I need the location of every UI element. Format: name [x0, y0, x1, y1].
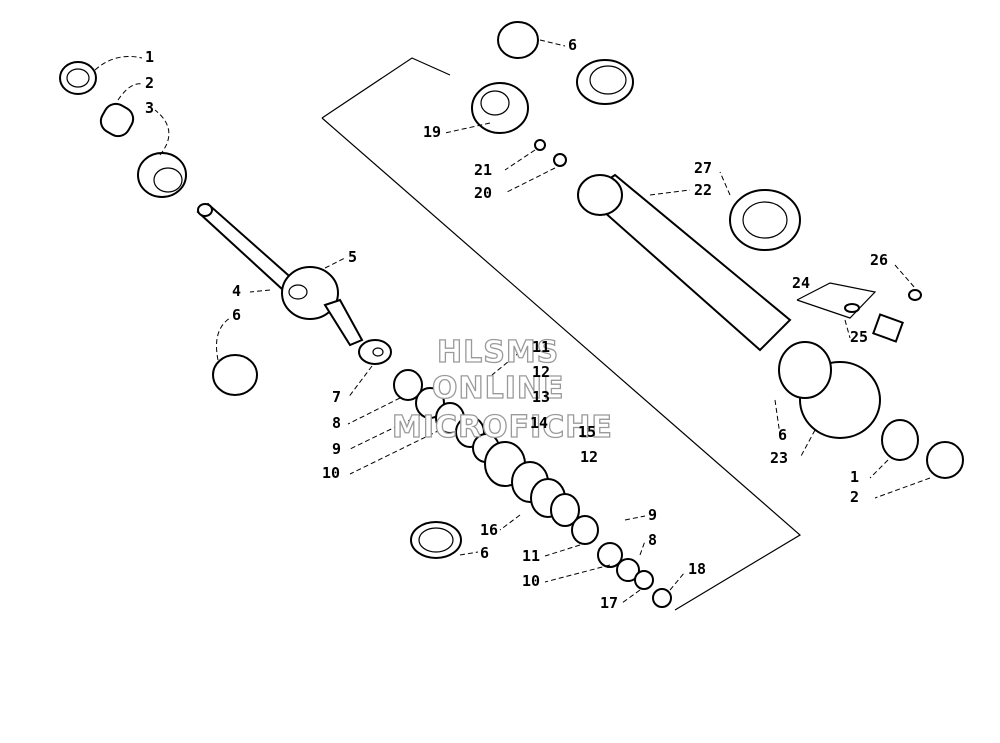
callout-c4: 4 — [232, 282, 241, 300]
callout-c11a: 11 — [532, 338, 550, 356]
washer-stack — [358, 339, 672, 608]
bushing-2-left — [99, 102, 135, 138]
shaft-eye-5 — [281, 266, 339, 320]
callout-c3: 3 — [145, 99, 154, 117]
callout-c9a: 9 — [332, 440, 341, 458]
sleeve-27 — [729, 189, 801, 251]
callout-c6c: 6 — [568, 36, 577, 54]
callout-c15: 15 — [578, 423, 596, 441]
callout-c11b: 11 — [522, 547, 540, 565]
body-assembly — [778, 282, 964, 479]
callout-c2a: 2 — [145, 74, 154, 92]
callout-c26: 26 — [870, 251, 888, 269]
callout-c1b: 1 — [850, 468, 859, 486]
callout-c19: 19 — [423, 123, 441, 141]
o-ring-6-left — [212, 354, 258, 396]
callout-c25: 25 — [850, 328, 868, 346]
watermark-line-2: ONLINE — [432, 371, 565, 406]
callout-c21: 21 — [474, 161, 492, 179]
callout-c18: 18 — [688, 560, 706, 578]
piston-19 — [471, 82, 529, 134]
callout-c12a: 12 — [532, 363, 550, 381]
bushing-1-left — [59, 61, 97, 95]
callout-c14: 14 — [530, 414, 548, 432]
o-ring-25 — [844, 303, 860, 313]
callout-c27: 27 — [694, 159, 712, 177]
callout-c13: 13 — [532, 388, 550, 406]
callout-c6b: 6 — [480, 544, 489, 562]
callout-c23: 23 — [770, 449, 788, 467]
assembly-frame — [321, 57, 802, 611]
valve-20 — [553, 153, 567, 167]
washer-8-lower — [616, 558, 640, 582]
callout-c10b: 10 — [522, 572, 540, 590]
ring-6-lower — [410, 521, 462, 559]
callout-c9b: 9 — [648, 506, 657, 524]
callout-c1a: 1 — [145, 48, 154, 66]
reservoir-assembly — [471, 21, 801, 352]
callout-c7: 7 — [332, 388, 341, 406]
callout-c22: 22 — [694, 181, 712, 199]
callout-c8b: 8 — [648, 531, 657, 549]
watermark-line-3: MICROFICHE — [392, 410, 613, 445]
callout-c17: 17 — [600, 594, 618, 612]
ring-6-top — [576, 59, 634, 105]
screw-26 — [908, 289, 922, 301]
o-ring-21 — [534, 139, 546, 151]
callout-c8a: 8 — [332, 414, 341, 432]
callout-c5: 5 — [348, 248, 357, 266]
o-ring-6-top — [497, 21, 539, 59]
o-ring-6-right — [778, 341, 832, 399]
watermark-line-1: HLSMS — [437, 335, 559, 370]
watermark: HLSMS ONLINE MICROFICHE — [391, 334, 613, 445]
callout-c20: 20 — [474, 184, 492, 202]
washer-7 — [358, 339, 392, 365]
leader-lines — [94, 39, 931, 604]
bushing-1-right — [881, 419, 919, 461]
callout-c6a: 6 — [232, 306, 241, 324]
callout-c16: 16 — [480, 521, 498, 539]
decal-24 — [796, 282, 877, 319]
shaft-stud — [323, 298, 364, 347]
washer-11-lower — [571, 515, 599, 545]
callout-c10a: 10 — [322, 464, 340, 482]
callout-c24: 24 — [792, 274, 810, 292]
washer-8 — [393, 369, 423, 401]
washer-17 — [634, 570, 654, 590]
nut-18 — [652, 588, 672, 608]
bushing-2-right — [926, 441, 964, 479]
washer-9-lower — [597, 542, 623, 568]
callout-c12b: 12 — [580, 448, 598, 466]
shaft-assembly — [59, 61, 364, 396]
valve-cap-25 — [872, 313, 904, 343]
callout-c6d: 6 — [778, 426, 787, 444]
callout-c2b: 2 — [850, 488, 859, 506]
